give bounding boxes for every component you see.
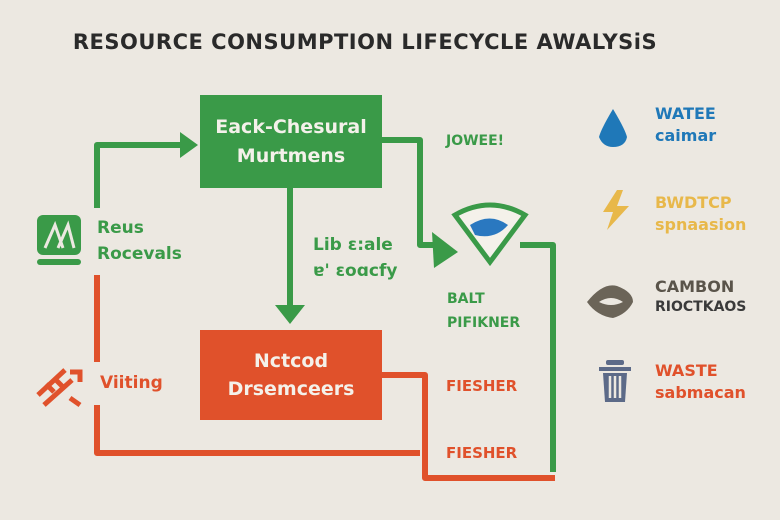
arrowhead [432, 232, 458, 268]
legend-line: spnaasion [655, 214, 747, 234]
legend-item-energy [595, 188, 635, 236]
label-line: BALT [447, 291, 485, 307]
water-drop-icon [599, 109, 627, 147]
label-line: Rocevals [97, 244, 182, 265]
legend-item-water [595, 105, 631, 153]
label-line: Lib ɛ:ale [313, 235, 393, 255]
legend-line: caimar [655, 125, 717, 145]
recycle-icon [37, 215, 81, 265]
label-line: ɐ' ɛoɑcfy [313, 261, 398, 282]
legend-label-energy: BWDTCP spnaasion [655, 192, 746, 235]
label-fiesher-2: FIESHER [446, 444, 518, 462]
legend-line: RIOCTKAOS [655, 298, 747, 315]
label-line: PIFIKNER [447, 314, 521, 331]
legend-line: CAMBON [655, 277, 735, 296]
label-reuse-removals: Reus Rocevals [97, 215, 182, 268]
box-line: Eack-Chesural [215, 116, 367, 138]
legend-line: WATEE [655, 104, 716, 123]
green-connector-return [520, 242, 556, 472]
ladder-icon [36, 368, 83, 408]
arrowhead [275, 305, 305, 324]
legend-item-waste [597, 358, 633, 408]
box-line: Drsemceers [227, 378, 355, 400]
legend-line: BWDTCP [655, 193, 732, 212]
label-jowee: JOWEE! [446, 133, 505, 149]
orange-connector-right [382, 372, 555, 481]
legend-item-carbon [583, 278, 637, 328]
box-line: Murtmens [236, 144, 346, 167]
legend-label-carbon: CAMBON RIOCTKAOS [655, 276, 746, 316]
label-lifecycle: Lib ɛ:ale ɐ' ɛoɑcfy [313, 232, 397, 285]
carbon-cloud-icon [587, 285, 633, 318]
arrowhead [180, 132, 198, 158]
label-fiesher-1: FIESHER [446, 377, 518, 395]
box-line: Nctcod [253, 349, 329, 372]
diagram-title: RESOURCE CONSUMPTION LIFECYCLE AWALYSiS [72, 30, 658, 54]
legend-line: sabmacan [655, 382, 746, 402]
process-box-orange: Nctcod Drsemceers [200, 330, 382, 420]
process-box-green: Eack-Chesural Murtmens [200, 95, 382, 188]
trash-can-icon [599, 360, 631, 402]
orange-connector-left-bottom [94, 405, 420, 456]
diamond-water-icon [451, 202, 529, 267]
legend-label-waste: WASTE sabmacan [655, 360, 746, 403]
lightning-icon [603, 190, 629, 230]
green-connector-right [382, 137, 440, 248]
label-viiting: Viiting [100, 373, 163, 393]
label-line: Reus [97, 218, 144, 238]
legend-label-water: WATEE caimar [655, 103, 716, 146]
legend-line: WASTE [655, 361, 718, 380]
green-connector-left [94, 142, 188, 208]
label-balt: BALT PIFIKNER [447, 288, 520, 336]
